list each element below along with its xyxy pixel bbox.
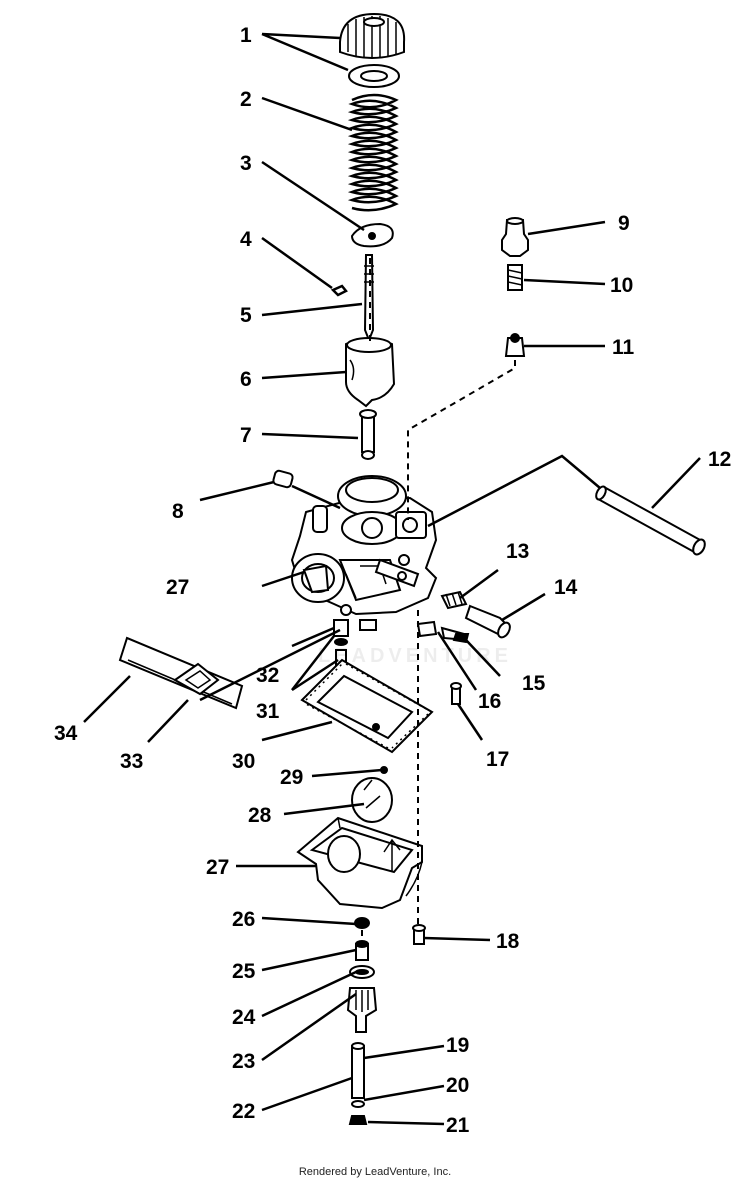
callout-13: 13 <box>506 540 529 563</box>
part-4-clip <box>330 284 348 297</box>
part-14-screw <box>464 604 511 639</box>
part-12-tube <box>595 485 706 556</box>
part-20-oring <box>351 1100 365 1108</box>
callout-1: 1 <box>240 24 252 47</box>
part-9-fitting <box>501 217 529 257</box>
part-13-spring <box>440 590 468 610</box>
callout-15: 15 <box>522 672 546 695</box>
callout-19: 19 <box>446 1034 469 1057</box>
part-7-needle-jet <box>359 409 377 460</box>
callout-31: 31 <box>256 700 280 723</box>
callout-14: 14 <box>554 576 578 599</box>
callout-labels: 1 2 3 4 5 6 7 8 9 10 11 12 13 14 15 16 1… <box>54 24 731 1137</box>
callout-28: 28 <box>248 804 272 827</box>
callout-23: 23 <box>232 1050 255 1073</box>
part-6-throttle-slide <box>345 337 396 408</box>
callout-10: 10 <box>610 274 633 297</box>
callout-7: 7 <box>240 424 252 447</box>
callout-3: 3 <box>240 152 252 175</box>
callout-18: 18 <box>496 930 520 953</box>
callout-25: 25 <box>232 960 256 983</box>
callout-32: 32 <box>256 664 279 687</box>
callout-4: 4 <box>240 228 252 251</box>
callout-33: 33 <box>120 750 143 773</box>
callout-16: 16 <box>478 690 501 713</box>
part-28-float <box>351 777 393 823</box>
callout-12: 12 <box>708 448 731 471</box>
callout-21: 21 <box>446 1114 470 1137</box>
footer-credit: Rendered by LeadVenture, Inc. <box>298 1166 452 1178</box>
part-23-main-jet-holder <box>346 987 378 1033</box>
part-17-screw <box>450 682 462 705</box>
callout-34: 34 <box>54 722 78 745</box>
leader-lines <box>83 32 701 1126</box>
part-body-carburetor <box>290 475 438 631</box>
callout-27-body: 27 <box>166 576 189 599</box>
watermark-text: LEADVENTURE <box>317 645 512 667</box>
part-10-spring <box>507 264 523 291</box>
part-24-oring <box>349 965 375 979</box>
callout-17: 17 <box>486 748 509 771</box>
part-22-tube <box>351 1042 365 1099</box>
part-2-spring <box>347 93 399 212</box>
part-30-gasket <box>300 658 434 754</box>
callout-24: 24 <box>232 1006 256 1029</box>
callout-22: 22 <box>232 1100 255 1123</box>
part-27-float-bowl <box>296 816 423 910</box>
alignment-lines <box>361 258 516 944</box>
callout-9: 9 <box>618 212 630 235</box>
callout-29: 29 <box>280 766 303 789</box>
callout-2: 2 <box>240 88 252 111</box>
part-21-screw <box>348 1115 368 1125</box>
callout-27-bowl: 27 <box>206 856 229 879</box>
callout-5: 5 <box>240 304 252 327</box>
part-1-cap <box>339 12 406 88</box>
part-11-jet <box>504 333 526 357</box>
part-18-screw <box>412 924 426 945</box>
part-33-34-bracket <box>118 636 244 710</box>
part-26-washer <box>354 917 370 929</box>
callout-11: 11 <box>612 336 635 359</box>
callout-26: 26 <box>232 908 255 931</box>
callout-30: 30 <box>232 750 255 773</box>
callout-8: 8 <box>172 500 184 523</box>
callout-20: 20 <box>446 1074 469 1097</box>
callout-6: 6 <box>240 368 252 391</box>
part-8-plug <box>272 469 294 489</box>
